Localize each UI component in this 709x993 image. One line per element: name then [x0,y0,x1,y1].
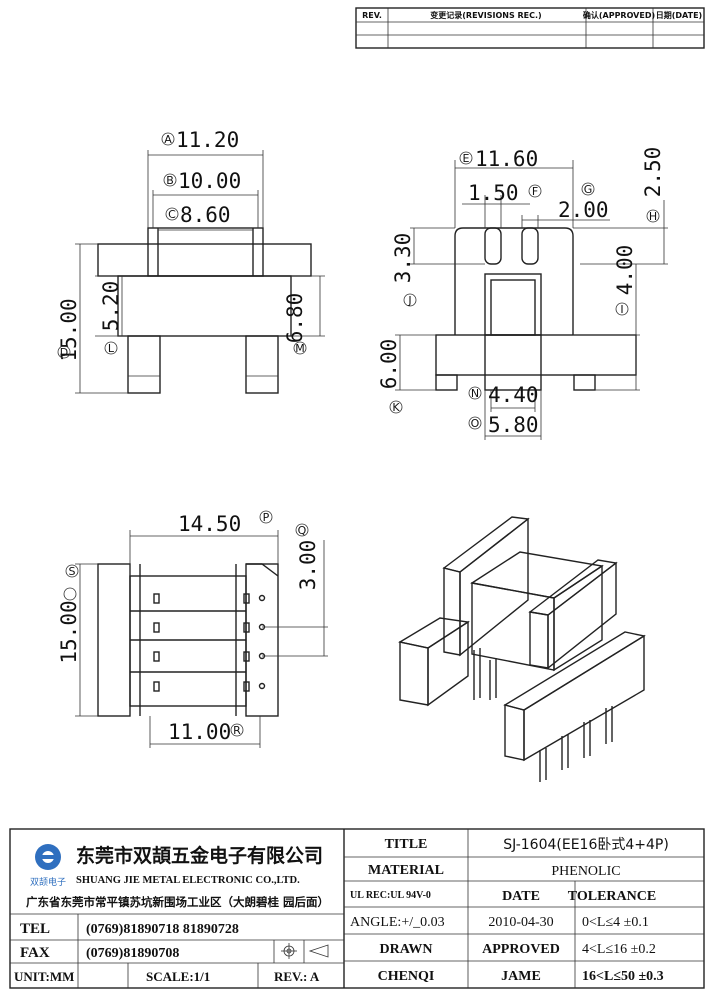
svg-text:K: K [392,401,400,414]
isometric-view [398,516,646,782]
svg-text:6.00: 6.00 [377,339,401,390]
svg-text:11.60: 11.60 [475,147,538,171]
tel-label: TEL [20,921,50,937]
dim-o: O 5.80 [468,413,539,437]
title-label: TITLE [385,837,428,852]
dim-f: 1.50 F [468,181,542,205]
tel-value: (0769)81890718 81890728 [86,922,239,937]
svg-text:2.50: 2.50 [641,147,665,198]
logo-text: 双颉电子 [30,876,66,888]
dim-i: 4.00 I [613,245,637,316]
revision-table: REV. 变更记录(REVISIONS REC.) 确认(APPROVED) 日… [355,7,705,49]
dim-k: 6.00 K [377,339,403,414]
scale: SCALE:1/1 [146,969,210,984]
company-logo: 双颉电子 [30,844,66,888]
tolerance-3: 16<L≤50 ±0.3 [582,969,664,984]
tolerance-label: TOLERANCE [568,889,656,904]
dim-m: 6.80 M [283,293,307,355]
dim-p: 14.50 P [178,510,273,536]
dim-h: 2.50 H [641,147,665,223]
dim-g: G 2.00 [558,182,609,222]
svg-text:3.00: 3.00 [296,540,320,591]
approved-by: JAME [501,969,541,984]
svg-text:F: F [532,185,538,198]
svg-text:11.00: 11.00 [168,720,231,744]
svg-text:L: L [108,342,115,355]
records-header: 变更记录(REVISIONS REC.) [430,10,541,20]
svg-text:C: C [168,208,176,221]
drawn-by: CHENQI [378,969,435,984]
drawn-label: DRAWN [380,942,433,957]
svg-text:R: R [233,724,241,737]
svg-text:8.60: 8.60 [180,203,231,227]
svg-text:G: G [584,183,593,196]
company-name-en: SHUANG JIE METAL ELECTRONIC CO.,LTD. [76,875,300,886]
dim-n: N 4.40 [468,383,539,407]
part-title: SJ-1604(EE16卧式4+4P) [503,837,669,853]
date-header: 日期(DATE) [656,10,702,20]
bottom-view: 14.50 P Q 3.00 S 15.00 11.00 R [57,510,328,748]
tolerance-1: 0<L≤4 ±0.1 [582,915,649,930]
svg-text:11.20: 11.20 [176,128,239,152]
dim-r: 11.00 R [168,720,244,744]
svg-text:P: P [263,511,270,524]
dim-q: Q 3.00 [295,523,320,591]
dim-d: 15.00 D [57,298,81,361]
svg-text:3.30: 3.30 [391,233,415,284]
svg-text:15.00: 15.00 [57,600,81,663]
unit: UNIT:MM [14,969,74,984]
projection-symbol-icon [281,943,329,959]
svg-text:14.50: 14.50 [178,512,241,536]
revision: REV.: A [274,969,320,984]
approved-header: 确认(APPROVED) [583,10,655,20]
dim-l: 5.20 L [99,281,123,355]
svg-text:I: I [620,303,623,316]
dim-s: S 15.00 [57,564,81,664]
front-view: A 11.20 B 10.00 C 8.60 15.00 D 5.20 L 6.… [57,128,325,394]
approved-label: APPROVED [482,942,560,957]
svg-text:5.20: 5.20 [99,281,123,332]
ul-rec: UL REC:UL 94V-0 [350,890,431,901]
dim-a: A 11.20 [161,128,239,152]
svg-text:A: A [164,133,172,146]
svg-text:5.80: 5.80 [488,413,539,437]
title-block: 双颉电子 东莞市双頡五金电子有限公司 SHUANG JIE METAL ELEC… [9,828,705,989]
fax-value: (0769)81890708 [86,946,179,961]
angle-tolerance: ANGLE:+/_0.03 [350,915,445,930]
material: PHENOLIC [551,864,620,879]
dim-b: B 10.00 [163,169,241,193]
svg-text:E: E [463,152,470,165]
svg-text:2.00: 2.00 [558,198,609,222]
svg-text:Q: Q [298,524,307,537]
svg-text:D: D [60,346,68,359]
dim-e: E 11.60 [459,147,538,171]
side-view: E 11.60 1.50 F G 2.00 2.50 H 3.30 J 4.00… [377,147,668,440]
svg-text:1.50: 1.50 [468,181,519,205]
dim-j: 3.30 J [391,233,417,307]
svg-text:B: B [166,174,174,187]
svg-text:10.00: 10.00 [178,169,241,193]
svg-text:4.00: 4.00 [613,245,637,296]
material-label: MATERIAL [368,863,444,878]
rev-header: REV. [362,11,382,20]
date-label: DATE [502,889,540,904]
tolerance-2: 4<L≤16 ±0.2 [582,942,656,957]
svg-text:J: J [407,294,411,307]
svg-text:H: H [649,210,657,223]
svg-text:N: N [471,387,479,400]
svg-text:O: O [471,417,480,430]
svg-text:15.00: 15.00 [57,298,81,361]
company-name-cn: 东莞市双頡五金电子有限公司 [76,844,323,867]
svg-text:S: S [69,565,76,578]
svg-text:M: M [295,342,305,355]
fax-label: FAX [20,945,50,961]
svg-text:4.40: 4.40 [488,383,539,407]
svg-text:6.80: 6.80 [283,293,307,344]
dim-c: C 8.60 [165,203,231,227]
drawing-date: 2010-04-30 [488,915,553,930]
company-address: 广东省东莞市常平镇苏坑新围场工业区（大朗碧桂 园后面） [26,895,329,909]
